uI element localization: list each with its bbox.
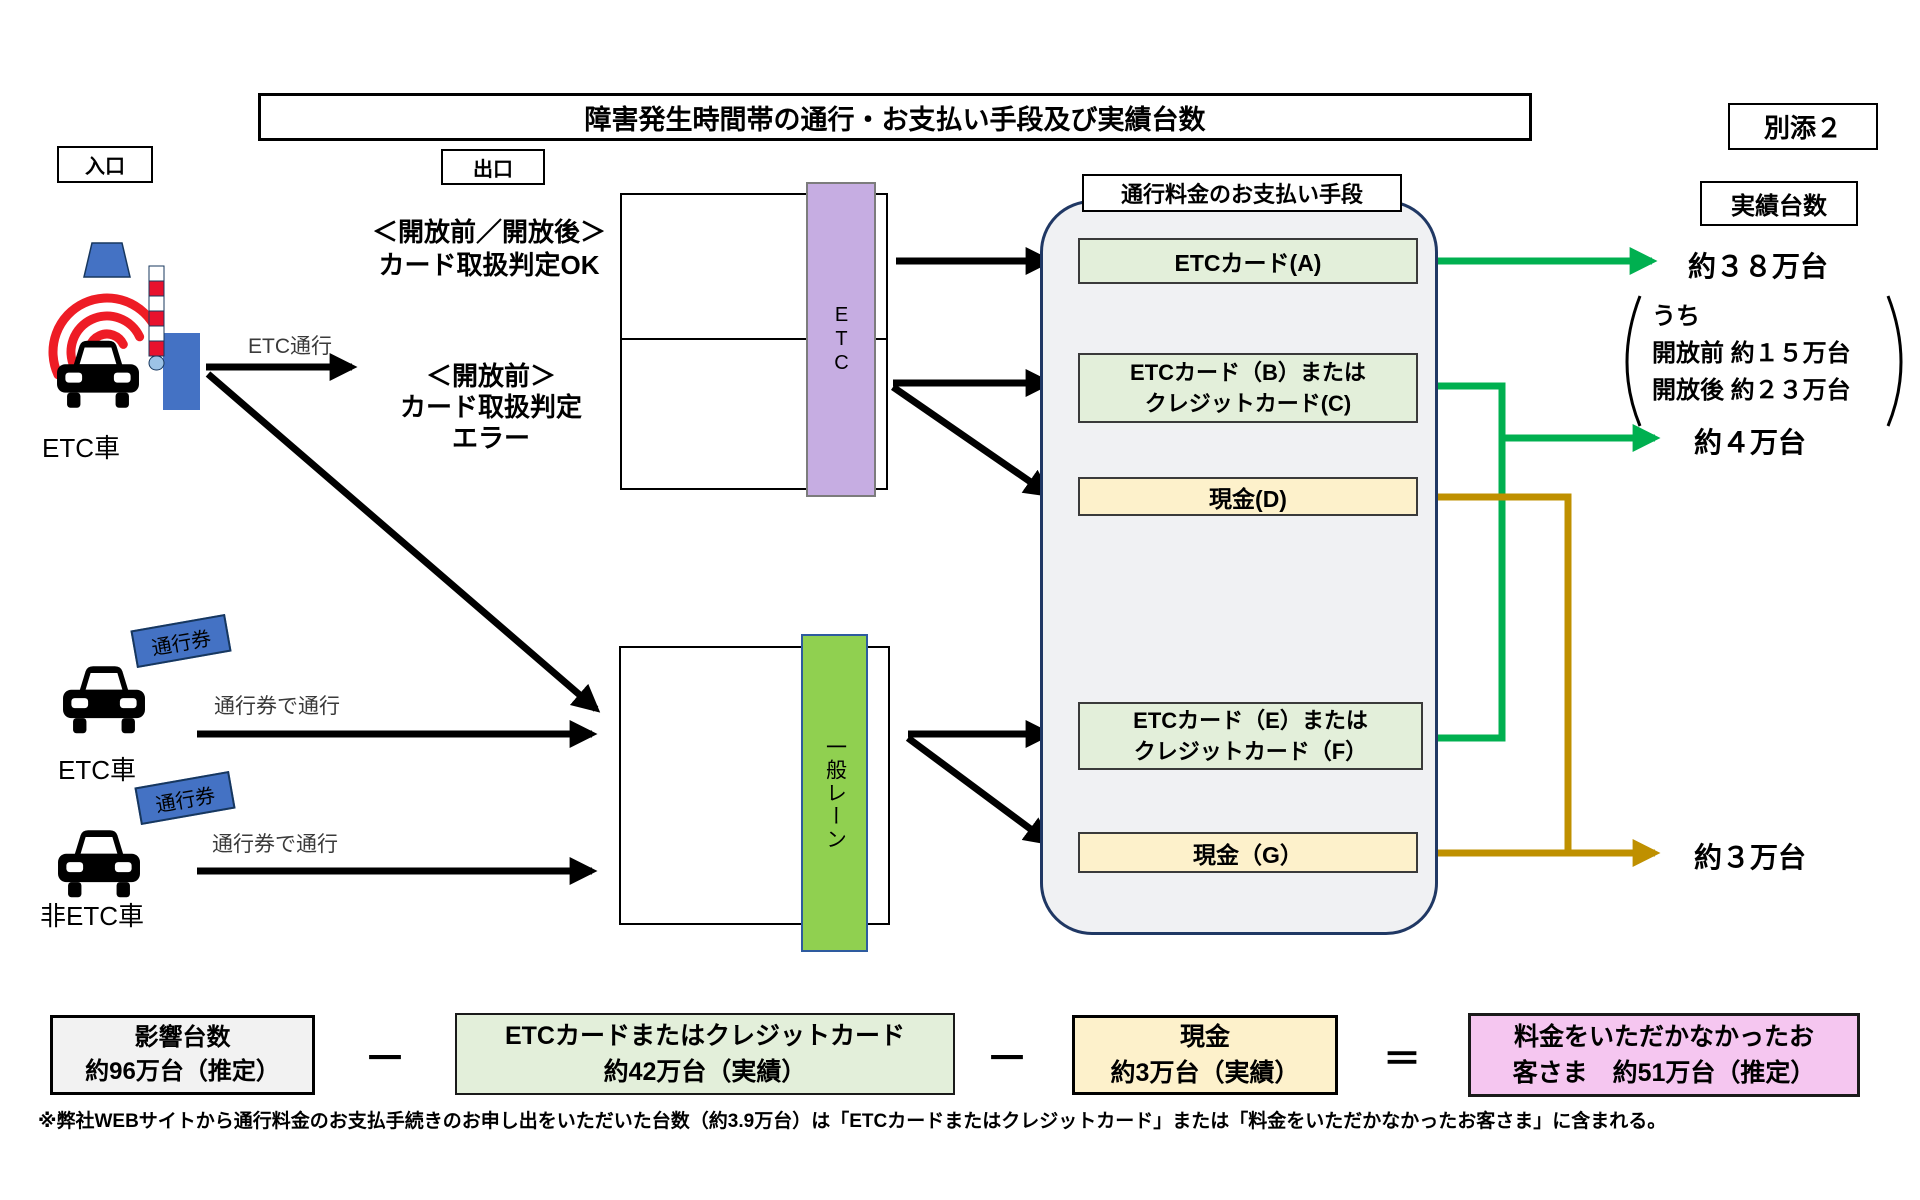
general-lane-band: 一般レーン bbox=[801, 634, 868, 952]
page-title: 障害発生時間帯の通行・お支払い手段及び実績台数 bbox=[584, 104, 1206, 135]
etc-car-label-top: ETC車 bbox=[42, 433, 121, 463]
non-etc-car-label: 非ETC車 bbox=[40, 901, 145, 931]
etc-antenna-icon bbox=[48, 242, 161, 380]
footnote: ※弊社WEBサイトから通行料金のお支払手続きのお申し出をいただいた台数（約3.9… bbox=[38, 1111, 1667, 1132]
entrance-to-general-lane-arrow bbox=[205, 371, 601, 713]
payment-cash-d: 現金(D) bbox=[1078, 477, 1418, 516]
etc-pass-label: ETC通行 bbox=[248, 335, 332, 358]
cash-d-connector bbox=[1420, 493, 1572, 853]
etc-error-to-cash-d-arrow bbox=[891, 384, 1053, 498]
payment-etc-or-credit-ef: ETCカード（E）または クレジットカード（F） bbox=[1078, 702, 1423, 770]
formula-minus-2: － bbox=[985, 1034, 1028, 1082]
payment-methods-header: 通行料金のお支払い手段 bbox=[1082, 174, 1402, 212]
result-38: 約３８万台 bbox=[1688, 251, 1829, 282]
exit-label-box: 出口 bbox=[441, 149, 545, 185]
payment-etc-or-credit-bc: ETCカード（B）または クレジットカード(C) bbox=[1078, 353, 1418, 423]
entrance-label-box: 入口 bbox=[57, 146, 153, 183]
result-3: 約３万台 bbox=[1694, 842, 1807, 873]
attachment-badge: 別添２ bbox=[1728, 103, 1878, 150]
general-lane-band-label: 一般レーン bbox=[823, 735, 847, 851]
formula-uncharged-box: 料金をいただかなかったお 客さま 約51万台（推定） bbox=[1468, 1013, 1860, 1097]
car-icon bbox=[58, 830, 140, 898]
payment-etc-card-a: ETCカード(A) bbox=[1078, 238, 1418, 284]
car-icon bbox=[63, 666, 145, 734]
actual-count-label-box: 実績台数 bbox=[1700, 181, 1858, 226]
result-4: 約４万台 bbox=[1694, 427, 1807, 458]
payment-methods-container bbox=[1040, 200, 1438, 935]
result-breakdown: うち 開放前 約１５万台 開放後 約２３万台 bbox=[1652, 303, 1851, 404]
formula-minus-1: － bbox=[363, 1034, 406, 1082]
general-lane-to-cash-g-arrow bbox=[905, 735, 1053, 846]
breakdown-brackets-icon bbox=[1625, 295, 1903, 427]
etc-lane-divider bbox=[620, 338, 888, 340]
formula-equals: ＝ bbox=[1382, 1038, 1421, 1081]
card-bc-ef-connector bbox=[1420, 382, 1506, 742]
entrance-gate-icon bbox=[148, 265, 200, 410]
ticket-pass-label-1: 通行券で通行 bbox=[214, 695, 340, 718]
formula-cash-box: 現金 約3万台（実績） bbox=[1072, 1015, 1338, 1095]
ticket-pass-label-2: 通行券で通行 bbox=[212, 833, 338, 856]
judgement-ok-text: ＜開放前／開放後＞ カード取扱判定OK bbox=[371, 217, 606, 280]
etc-car-label-bottom: ETC車 bbox=[58, 755, 137, 785]
judgement-error-text: ＜開放前＞ カード取扱判定 エラー bbox=[399, 360, 582, 453]
page-title-box: 障害発生時間帯の通行・お支払い手段及び実績台数 bbox=[258, 93, 1532, 141]
formula-affected-box: 影響台数 約96万台（推定） bbox=[50, 1015, 315, 1095]
etc-lane-band-label: ETC bbox=[830, 303, 853, 376]
etc-lane-band: ETC bbox=[806, 182, 876, 497]
payment-cash-g: 現金（G） bbox=[1078, 832, 1418, 873]
formula-card-box: ETCカードまたはクレジットカード 約42万台（実績） bbox=[455, 1013, 955, 1095]
